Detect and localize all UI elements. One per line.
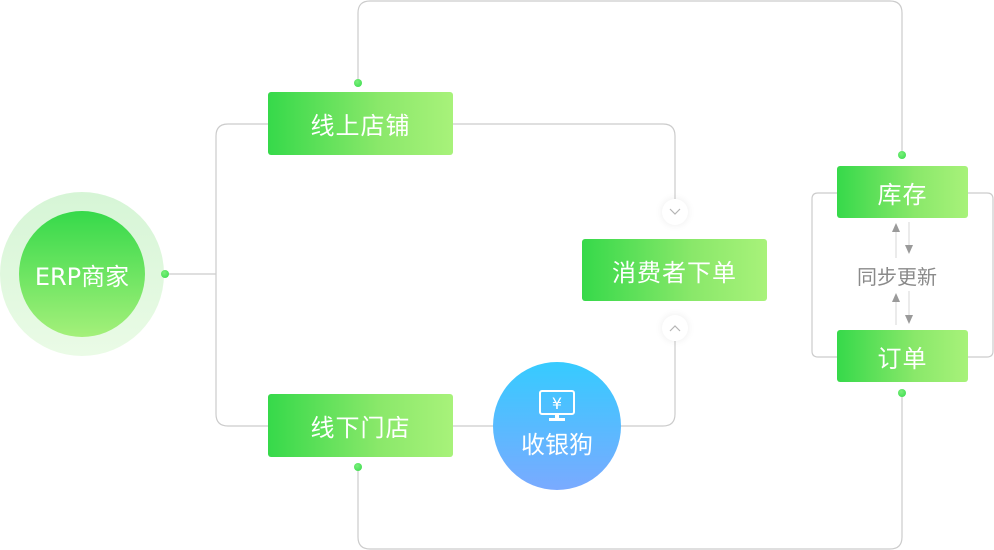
connector-left-bracket [215, 123, 268, 427]
offline-store-node[interactable]: 线下门店 [268, 394, 453, 457]
cashier-label: 收银狗 [521, 430, 593, 459]
cash-register-monitor-icon: ¥ [537, 389, 577, 423]
connector-offline-to-order [357, 393, 903, 550]
connector-dot-order-bottom [898, 389, 906, 397]
consumer-order-label: 消费者下单 [612, 258, 737, 287]
erp-merchant-label: ERP商家 [34, 262, 130, 291]
connector-dot-offline-bottom [354, 463, 362, 471]
online-store-node[interactable]: 线上店铺 [268, 92, 453, 155]
sync-update-label: 同步更新 [857, 265, 937, 289]
connector-dot-inventory-top [898, 151, 906, 159]
svg-text:¥: ¥ [552, 394, 562, 413]
connector-right-bracket-left [811, 192, 837, 358]
offline-store-label: 线下门店 [310, 414, 411, 442]
connector-right-bracket-right [968, 192, 994, 358]
bidirectional-arrows-icon [892, 222, 913, 325]
online-store-label: 线上店铺 [310, 112, 411, 140]
chevron-down-icon [662, 199, 688, 225]
connector-cashier-to-consumer [453, 341, 676, 427]
order-label: 订单 [877, 344, 928, 373]
erp-merchant-node[interactable]: ERP商家 [19, 211, 145, 337]
connector-dot-online-top [354, 79, 362, 87]
connector-online-to-inventory [357, 0, 903, 155]
chevron-up-icon [662, 315, 688, 341]
consumer-order-node[interactable]: 消费者下单 [582, 239, 767, 301]
inventory-label: 库存 [877, 180, 928, 209]
cashier-node[interactable]: ¥ 收银狗 [493, 362, 621, 490]
inventory-node[interactable]: 库存 [837, 166, 968, 218]
order-node[interactable]: 订单 [837, 330, 968, 382]
connector-dot-erp [161, 270, 169, 278]
connector-online-to-consumer [453, 123, 676, 199]
